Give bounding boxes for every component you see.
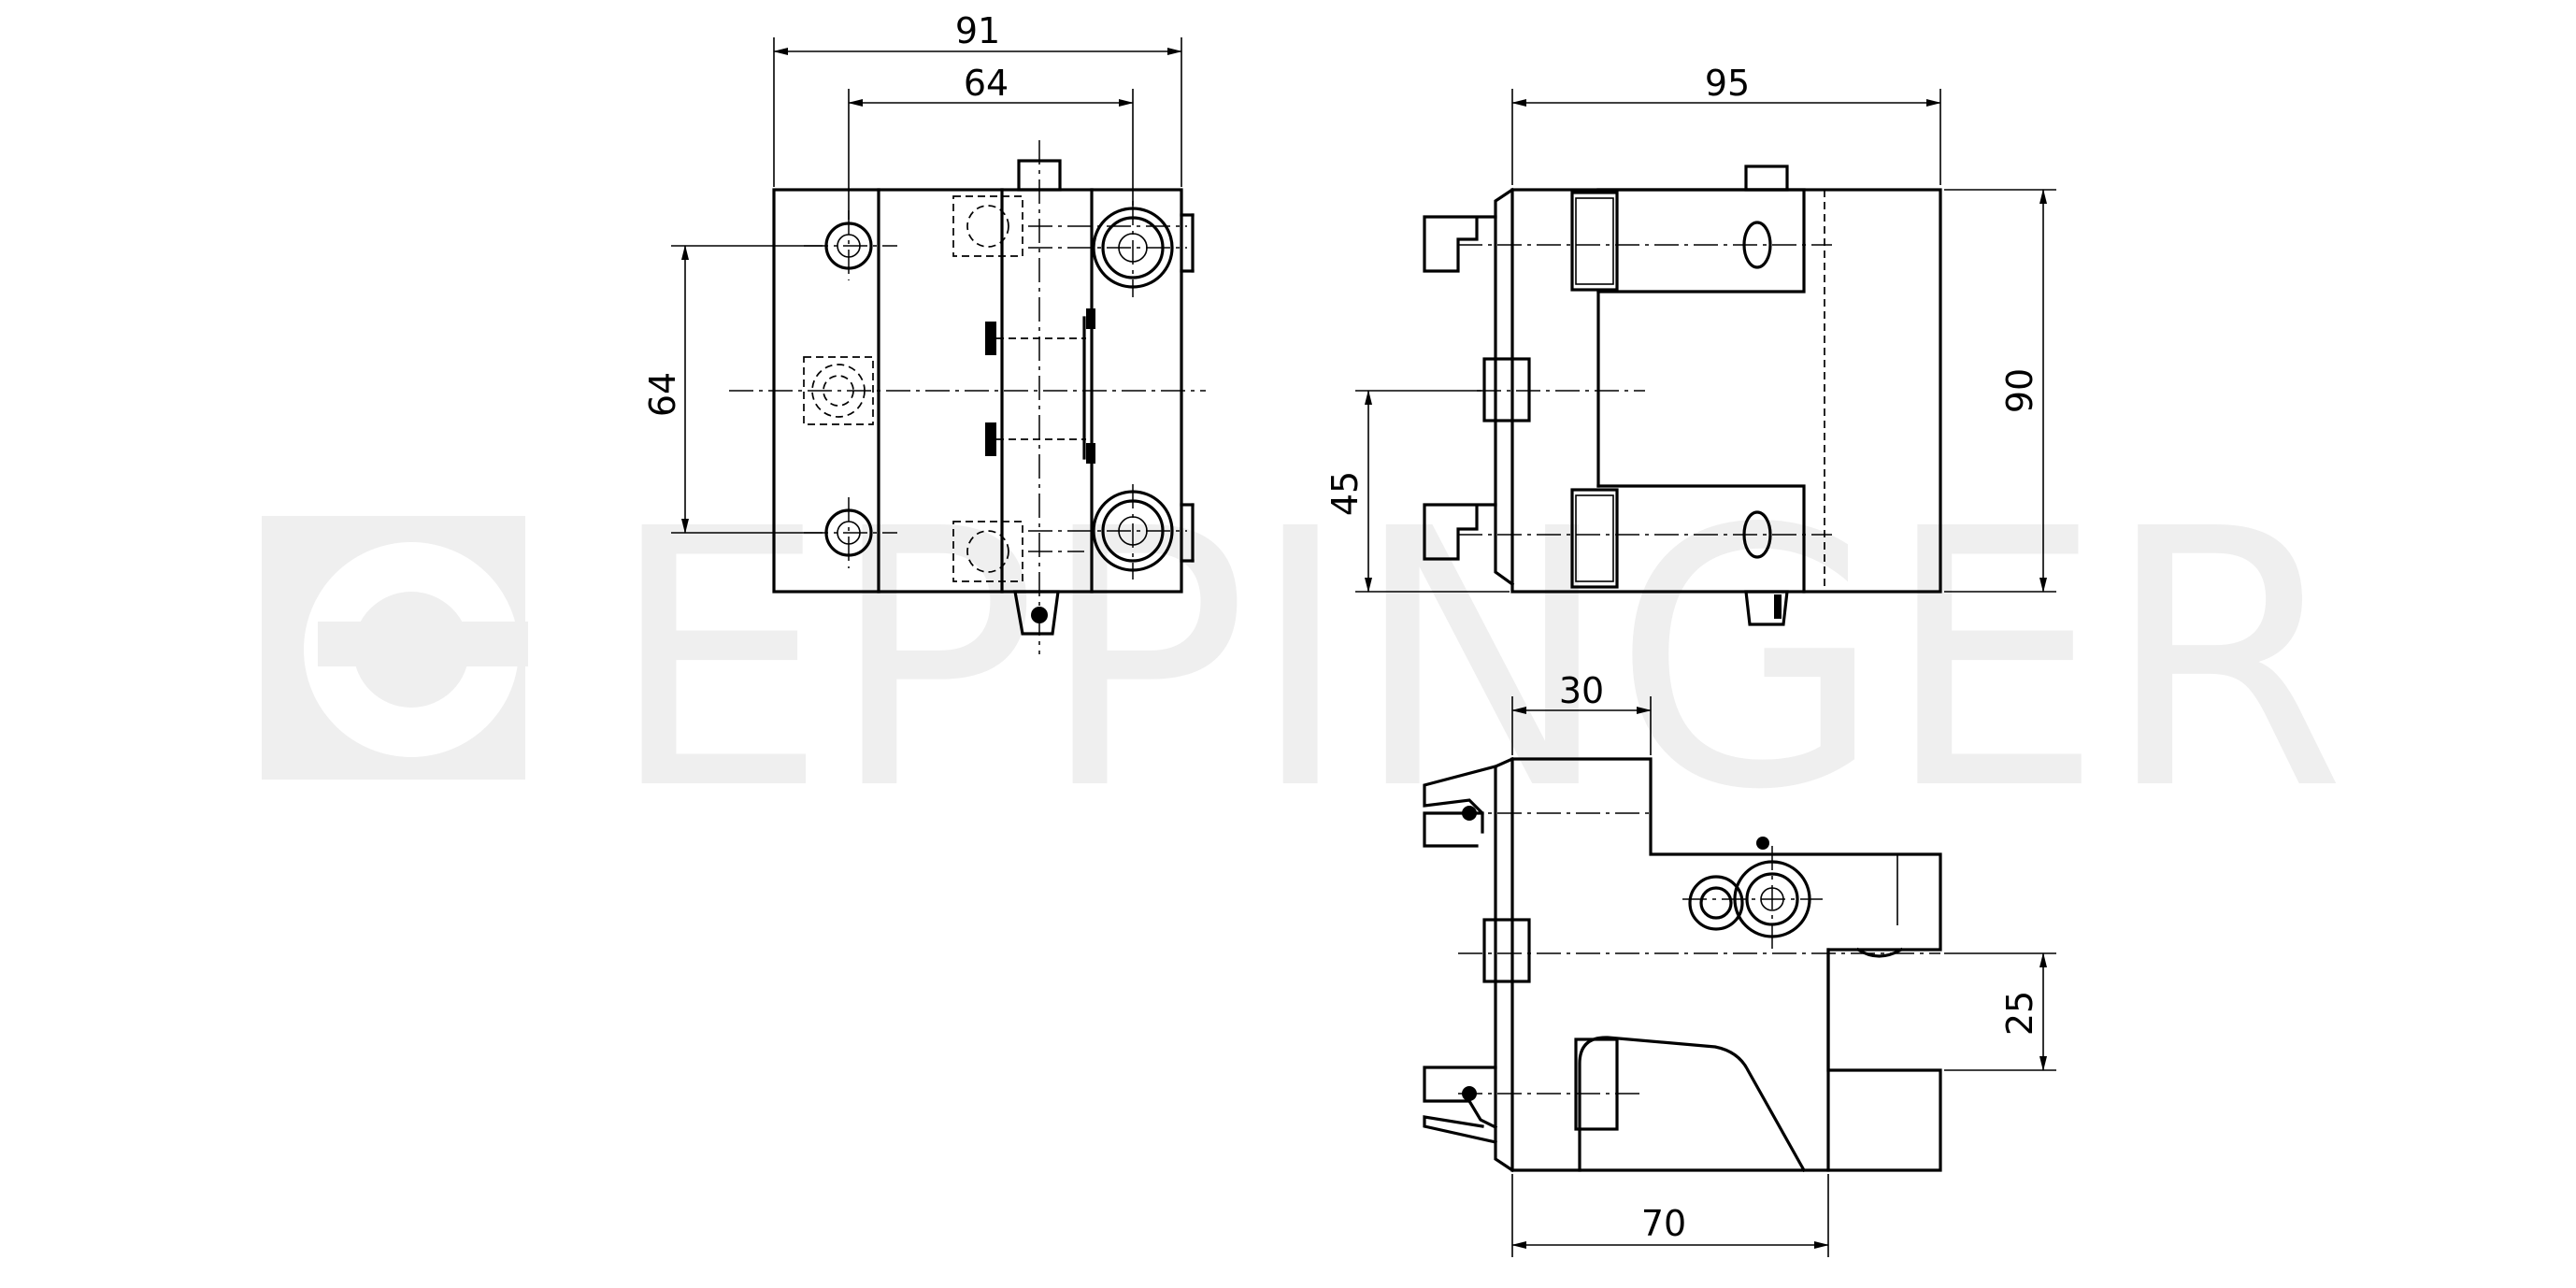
side-centre-height-dimension: 45	[1324, 471, 1366, 516]
front-width-dimension: 91	[955, 10, 1000, 51]
eppinger-logo-icon	[262, 516, 528, 780]
side-view: 95 90 45	[1324, 63, 2056, 626]
side-height-dimension: 90	[1999, 368, 2040, 413]
top-step-dimension: 25	[1999, 991, 2040, 1036]
side-depth-dimension: 95	[1705, 63, 1750, 104]
front-view: 91 64 64	[642, 10, 1206, 654]
eppinger-watermark: EPPINGER	[262, 453, 2346, 867]
front-vertical-spacing-dimension: 64	[642, 372, 683, 417]
top-offset-dimension: 30	[1559, 670, 1604, 711]
top-view: 30 70 25	[1423, 670, 2056, 1257]
front-bore-spacing-dimension: 64	[964, 63, 1009, 104]
top-length-dimension: 70	[1641, 1203, 1686, 1244]
